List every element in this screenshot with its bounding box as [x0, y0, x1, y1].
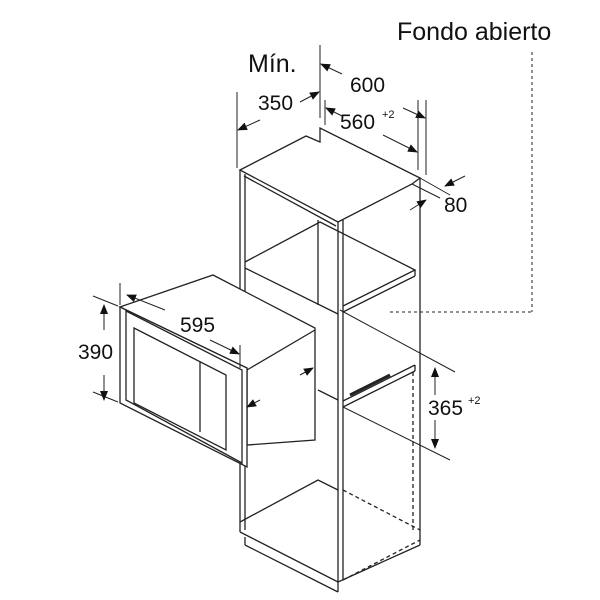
dim-595: 595: [180, 314, 216, 337]
microwave: [118, 274, 316, 469]
min-label: Mín.: [248, 50, 297, 78]
dim-560-tolerance: +2: [382, 109, 395, 121]
open-back-label: Fondo abierto: [397, 18, 552, 46]
dimension-lines: [92, 45, 533, 461]
dim-80: 80: [444, 194, 468, 217]
dim-600: 600: [350, 74, 386, 97]
dim-390: 390: [78, 341, 114, 364]
dim-365: 365: [428, 397, 464, 420]
dim-350: 350: [258, 92, 294, 115]
dim-365-tolerance: +2: [468, 395, 481, 407]
cabinet: [238, 126, 422, 593]
dim-560: 560: [340, 111, 376, 134]
